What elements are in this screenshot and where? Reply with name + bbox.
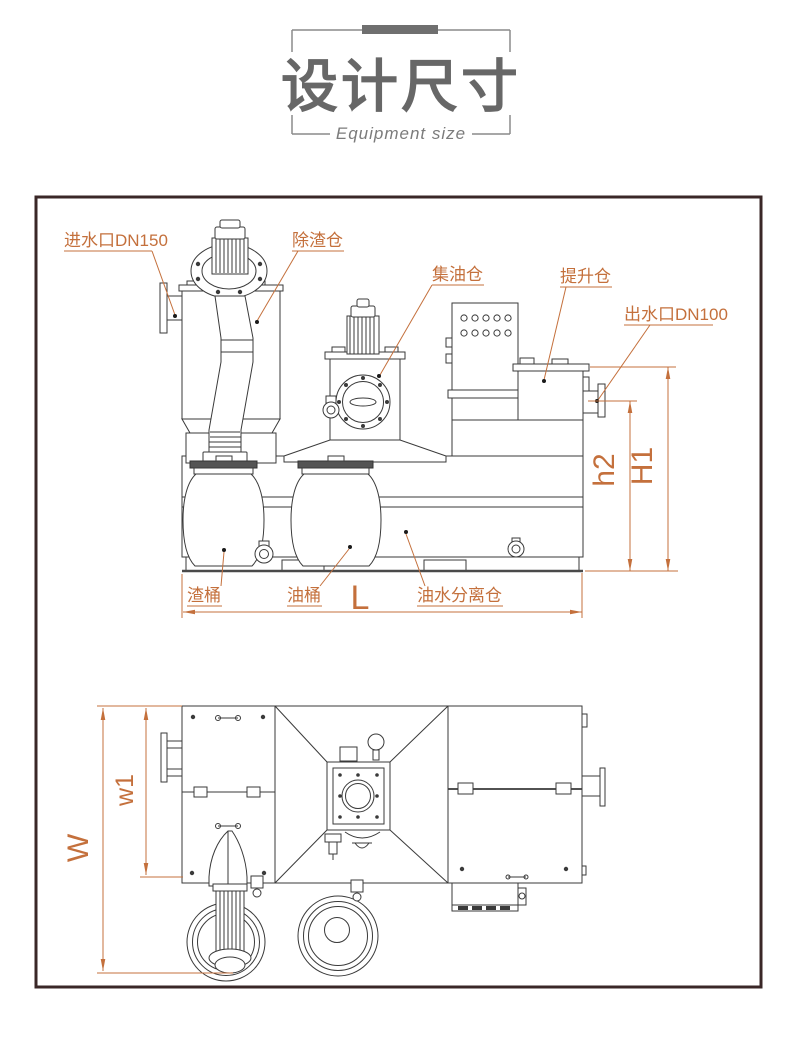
top-view-inlet-flange [160, 732, 183, 783]
title-frame [291, 25, 511, 135]
top-flange-motor [190, 219, 268, 299]
rear-attachment-box [451, 882, 527, 912]
diagram-frame [34, 195, 763, 989]
control-panel [445, 302, 521, 420]
oil-bucket-barrel [290, 455, 382, 567]
label-oil-bucket: 油桶 [287, 586, 321, 605]
title-bar-accent [362, 25, 438, 34]
slag-bucket-barrel [182, 455, 265, 567]
oil-collecting-box [283, 298, 447, 463]
porthole [335, 374, 391, 430]
square-flange [326, 761, 391, 831]
dim-height-h2: h2 [588, 453, 621, 486]
top-view-outlet-flange [581, 767, 606, 807]
drop-pipe [202, 295, 254, 464]
top-view-body [181, 705, 588, 884]
dim-width-W: W [62, 833, 95, 862]
label-slag-bucket: 渣桶 [187, 586, 221, 605]
front-view-drawing [159, 219, 606, 573]
clamp-fittings [250, 875, 364, 902]
front-view-annotations: 进水口DN150 除渣仓 集油仓 提升仓 出水口DN100 渣桶 油桶 油水分离… [64, 231, 728, 618]
label-inlet: 进水口DN150 [64, 231, 168, 250]
gauge-icon [367, 733, 385, 751]
bucket2-top [297, 895, 379, 977]
label-separator-chamber: 油水分离仓 [417, 586, 502, 605]
dim-length-L: L [351, 579, 370, 617]
motor-icon [211, 237, 249, 275]
dim-width-w1: w1 [111, 774, 139, 807]
top-view-annotations: w1 W [62, 705, 233, 974]
page-subtitle: Equipment size [336, 124, 466, 143]
label-lift-chamber: 提升仓 [560, 267, 611, 286]
label-outlet: 出水口DN100 [624, 305, 728, 324]
label-oil-chamber: 集油仓 [432, 265, 483, 284]
page-title: 设计尺寸 [281, 55, 521, 119]
drop-pipe-top [208, 830, 252, 974]
junction-box-icon [339, 746, 358, 762]
pyramid-hopper [274, 705, 449, 884]
drain-fittings [254, 537, 525, 564]
dim-height-H1: H1 [626, 447, 659, 485]
label-slag-chamber: 除渣仓 [292, 231, 343, 250]
top-view-drawing [160, 705, 606, 982]
